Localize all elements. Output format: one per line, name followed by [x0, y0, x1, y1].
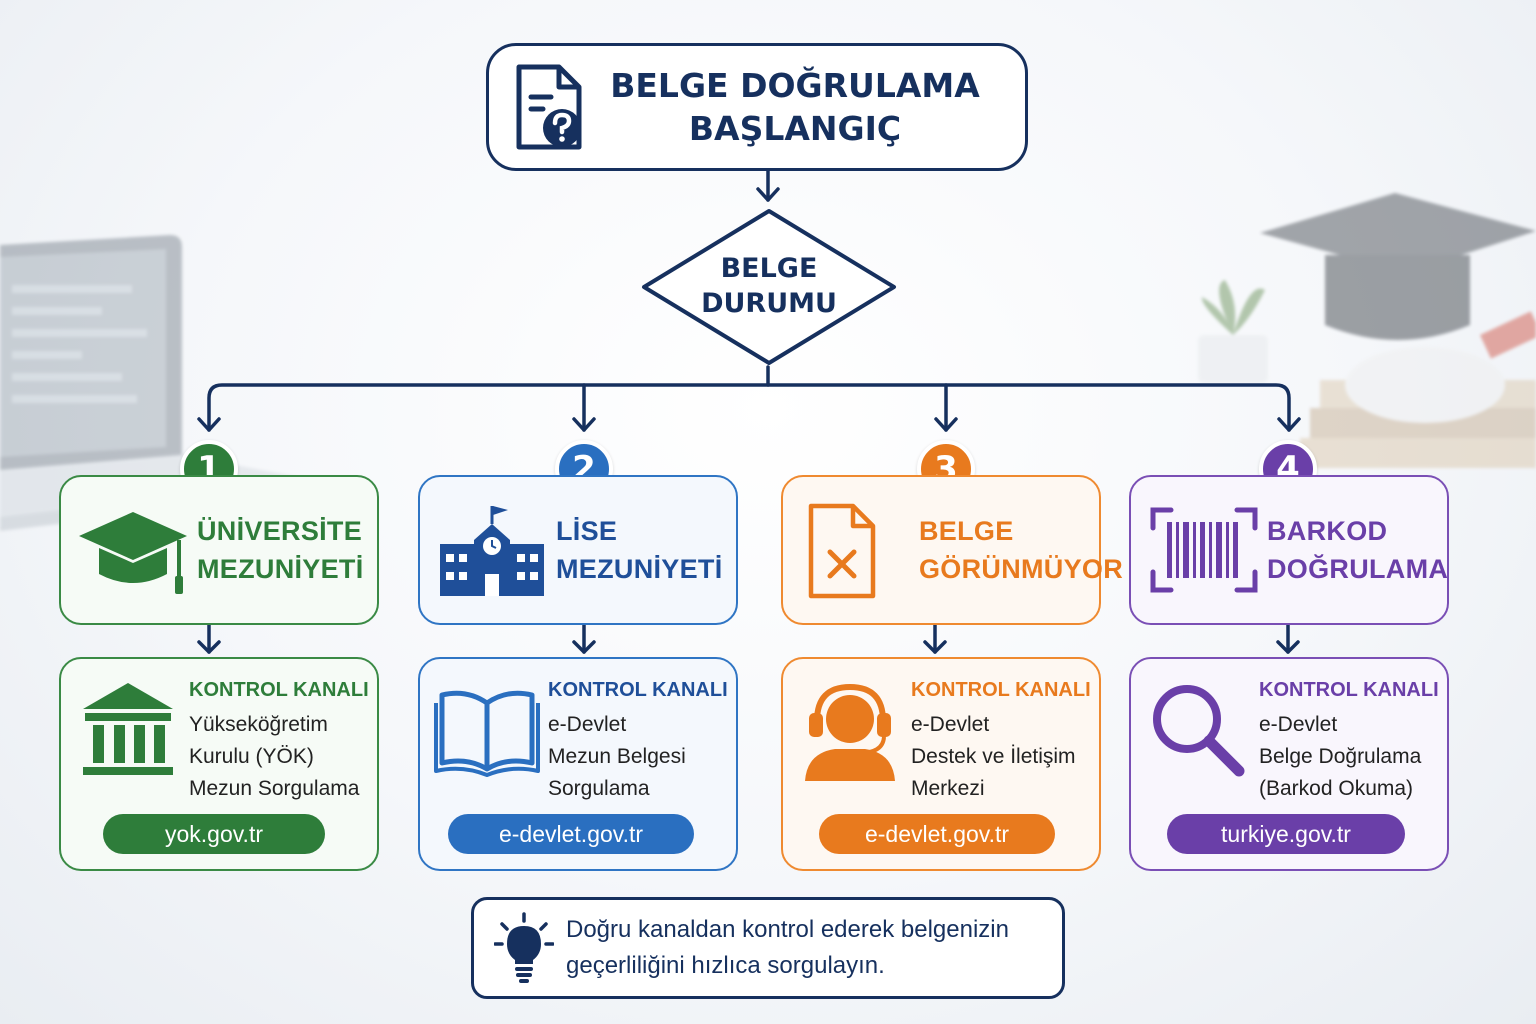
branch-4-title: BARKOD DOĞRULAMA	[1265, 512, 1448, 588]
branch-3-title-line1: BELGE	[919, 512, 1123, 550]
branch-1-type-box: ÜNİVERSİTE MEZUNİYETİ	[59, 475, 379, 625]
tip-text-line2: geçerliliğini hızlıca sorgulayın.	[566, 948, 1009, 984]
branch-2-title-line2: MEZUNİYETİ	[556, 550, 723, 588]
branch-4-channel-line-3: (Barkod Okuma)	[1259, 777, 1413, 801]
branch-4-channel-line-1: e-Devlet	[1259, 713, 1337, 737]
branch-4-channel-heading: KONTROL KANALI	[1259, 679, 1439, 702]
decision-label-line2: DURUMU	[638, 286, 900, 321]
branch-3-channel-line-3: Merkezi	[911, 777, 985, 801]
graduation-cap-icon	[75, 500, 195, 600]
branch-3-url-link[interactable]: e-devlet.gov.tr	[819, 814, 1055, 854]
barcode-scan-icon	[1145, 500, 1265, 600]
branch-2-channel-box: KONTROL KANALI e-Devlet Mezun Belgesi So…	[418, 657, 738, 871]
open-book-icon	[432, 677, 542, 781]
branch-2-channel-line-2: Mezun Belgesi	[548, 745, 686, 769]
branch-3-channel-box: KONTROL KANALI e-Devlet Destek ve İletiş…	[781, 657, 1101, 871]
branch-1-channel-heading: KONTROL KANALI	[189, 679, 369, 702]
decision-label-line1: BELGE	[638, 251, 900, 286]
branch-3-title-line2: GÖRÜNMÜYOR	[919, 550, 1123, 588]
branch-3-type-box: BELGE GÖRÜNMÜYOR	[781, 475, 1101, 625]
tip-box: Doğru kanaldan kontrol ederek belgenizin…	[471, 897, 1065, 999]
branch-2-channel-line-3: Sorgulama	[548, 777, 650, 801]
branch-2-type-box: LİSE MEZUNİYETİ	[418, 475, 738, 625]
university-building-icon	[73, 677, 183, 781]
start-title-line2: BAŞLANGIÇ	[585, 107, 1005, 150]
branch-2-title: LİSE MEZUNİYETİ	[554, 512, 723, 588]
start-title-line1: BELGE DOĞRULAMA	[585, 64, 1005, 107]
branch-3-title: BELGE GÖRÜNMÜYOR	[917, 512, 1123, 588]
branch-1-url-link[interactable]: yok.gov.tr	[103, 814, 325, 854]
start-node: BELGE DOĞRULAMA BAŞLANGIÇ	[486, 43, 1028, 171]
branch-4-type-box: BARKOD DOĞRULAMA	[1129, 475, 1449, 625]
branch-4-channel-box: KONTROL KANALI e-Devlet Belge Doğrulama …	[1129, 657, 1449, 871]
branch-2-channel-heading: KONTROL KANALI	[548, 679, 728, 702]
branch-4-url-link[interactable]: turkiye.gov.tr	[1167, 814, 1405, 854]
lightbulb-icon	[494, 912, 554, 984]
branch-1-title: ÜNİVERSİTE MEZUNİYETİ	[195, 512, 364, 588]
tip-text-line1: Doğru kanaldan kontrol ederek belgenizin	[566, 912, 1009, 948]
branch-1-channel-line-3: Mezun Sorgulama	[189, 777, 359, 801]
branch-2-channel-line-1: e-Devlet	[548, 713, 626, 737]
support-agent-icon	[795, 677, 905, 781]
branch-3-channel-line-1: e-Devlet	[911, 713, 989, 737]
tip-text: Doğru kanaldan kontrol ederek belgenizin…	[566, 912, 1009, 984]
branch-4-title-line2: DOĞRULAMA	[1267, 550, 1448, 588]
school-building-icon	[434, 500, 554, 600]
branch-1-title-line1: ÜNİVERSİTE	[197, 512, 364, 550]
branch-1-channel-box: KONTROL KANALI Yükseköğretim Kurulu (YÖK…	[59, 657, 379, 871]
branch-2-url-link[interactable]: e-devlet.gov.tr	[448, 814, 694, 854]
branch-1-channel-line-1: Yükseköğretim	[189, 713, 328, 737]
decision-label: BELGE DURUMU	[638, 251, 900, 321]
start-title: BELGE DOĞRULAMA BAŞLANGIÇ	[585, 64, 1025, 150]
branch-3-channel-heading: KONTROL KANALI	[911, 679, 1091, 702]
branch-1-channel-line-2: Kurulu (YÖK)	[189, 745, 314, 769]
branch-2-title-line1: LİSE	[556, 512, 723, 550]
branch-4-channel-line-2: Belge Doğrulama	[1259, 745, 1421, 769]
branch-1-title-line2: MEZUNİYETİ	[197, 550, 364, 588]
document-x-icon	[797, 500, 917, 600]
branch-4-title-line1: BARKOD	[1267, 512, 1448, 550]
branch-3-channel-line-2: Destek ve İletişim	[911, 745, 1076, 769]
document-question-icon	[513, 63, 585, 151]
magnifier-icon	[1143, 677, 1253, 781]
